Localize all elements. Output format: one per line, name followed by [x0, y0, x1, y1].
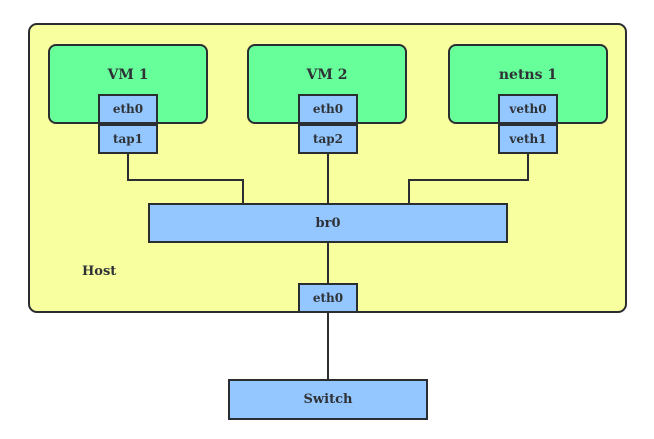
- tap2-label: tap2: [312, 132, 344, 146]
- veth1-port: veth1: [498, 124, 558, 154]
- vm2-label: VM 2: [306, 67, 348, 83]
- netns1-label: netns 1: [498, 67, 558, 83]
- tap2-port: tap2: [298, 124, 358, 154]
- veth0-port: veth0: [498, 94, 558, 124]
- veth1-label: veth1: [509, 132, 547, 146]
- tap1-port: tap1: [98, 124, 158, 154]
- veth0-label: veth0: [509, 102, 547, 116]
- br0-bridge: br0: [148, 203, 508, 243]
- vm2-eth0-label: eth0: [312, 102, 344, 116]
- tap1-label: tap1: [112, 132, 144, 146]
- switch-box: Switch: [228, 379, 428, 420]
- host-label: Host: [82, 264, 117, 279]
- vm1-eth0-port: eth0: [98, 94, 158, 124]
- vm1-label: VM 1: [107, 67, 149, 83]
- vm2-eth0-port: eth0: [298, 94, 358, 124]
- connector-tap1-br0: [127, 154, 244, 203]
- host-eth0-port: eth0: [298, 283, 358, 313]
- host-eth0-label: eth0: [312, 291, 344, 305]
- br0-label: br0: [315, 215, 341, 231]
- vm1-eth0-label: eth0: [112, 102, 144, 116]
- connector-veth1-br0: [408, 154, 529, 203]
- switch-label: Switch: [303, 392, 353, 407]
